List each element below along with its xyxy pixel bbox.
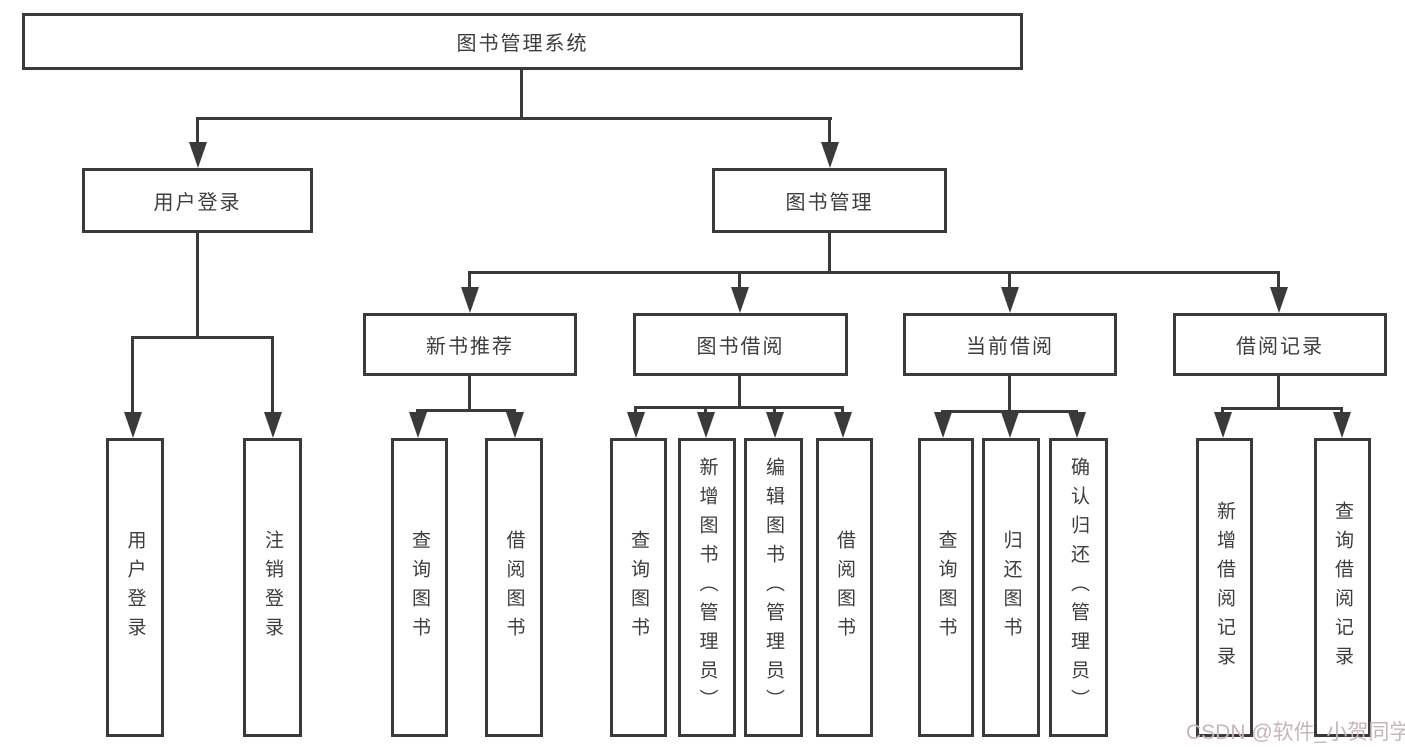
arrow-down-icon xyxy=(834,412,852,438)
node-edit-books-admin: 编辑图书（管理员） xyxy=(744,438,803,737)
node-label: 图书管理系统 xyxy=(456,33,589,55)
node-query-books-current: 查询图书 xyxy=(918,438,974,737)
arrow-down-icon xyxy=(189,142,207,168)
node-label: 查询图书 xyxy=(409,529,430,646)
node-user-login-branch: 用户登录 xyxy=(82,168,313,233)
node-current-borrowing: 当前借阅 xyxy=(903,313,1117,376)
node-label: 归还图书 xyxy=(1000,529,1022,646)
connector-line xyxy=(1221,407,1343,410)
node-return-books: 归还图书 xyxy=(982,438,1040,737)
connector-line xyxy=(1008,271,1011,289)
node-book-management: 图书管理 xyxy=(712,168,947,233)
arrow-down-icon xyxy=(1214,412,1232,438)
connector-line xyxy=(634,406,844,409)
arrow-down-icon xyxy=(1001,412,1019,438)
node-label: 编辑图书（管理员） xyxy=(763,457,784,718)
node-label: 确认归还（管理员） xyxy=(1068,457,1089,718)
connector-line xyxy=(828,117,831,145)
node-label: 图书借阅 xyxy=(696,336,785,358)
node-label: 用户登录 xyxy=(153,192,242,214)
connector-line xyxy=(1221,407,1224,416)
node-add-borrow-record: 新增借阅记录 xyxy=(1196,438,1253,737)
connector-line xyxy=(196,233,199,336)
connector-line xyxy=(738,376,741,406)
node-query-borrow-record: 查询借阅记录 xyxy=(1314,438,1371,737)
node-book-borrowing: 图书借阅 xyxy=(633,313,848,376)
arrow-down-icon xyxy=(506,412,524,438)
node-query-books-borrowing: 查询图书 xyxy=(610,438,667,737)
node-label: 当前借阅 xyxy=(966,336,1054,358)
connector-line xyxy=(131,336,274,339)
node-label: 查询图书 xyxy=(628,529,649,646)
node-label: 用户登录 xyxy=(124,529,146,646)
connector-line xyxy=(634,406,637,415)
arrow-down-icon xyxy=(1270,287,1288,313)
node-label: 注销登录 xyxy=(262,529,283,646)
node-library-system: 图书管理系统 xyxy=(22,13,1023,70)
arrow-down-icon xyxy=(821,142,839,168)
connector-line xyxy=(520,70,523,117)
node-confirm-return-admin: 确认归还（管理员） xyxy=(1049,438,1108,737)
node-label: 新书推荐 xyxy=(426,336,514,358)
node-borrow-books-recommend: 借阅图书 xyxy=(485,438,543,737)
connector-line xyxy=(704,406,707,415)
connector-line xyxy=(828,233,831,271)
arrow-down-icon xyxy=(461,287,479,313)
node-logout: 注销登录 xyxy=(243,438,302,737)
connector-line xyxy=(1008,376,1011,410)
connector-line xyxy=(196,117,199,145)
connector-line xyxy=(131,336,134,415)
arrow-down-icon xyxy=(1333,412,1351,438)
node-query-books-recommend: 查询图书 xyxy=(391,438,448,737)
connector-line xyxy=(841,406,844,415)
node-borrow-books: 借阅图书 xyxy=(816,438,873,737)
connector-line xyxy=(468,271,471,289)
arrow-down-icon xyxy=(409,412,427,438)
arrow-down-icon xyxy=(731,287,749,313)
arrow-down-icon xyxy=(627,412,645,438)
connector-line xyxy=(1277,376,1280,407)
node-new-book-recommend: 新书推荐 xyxy=(363,313,577,376)
node-label: 图书管理 xyxy=(785,192,874,214)
watermark: CSDN @软件_小贺同学 xyxy=(1186,721,1405,744)
node-label: 新增借阅记录 xyxy=(1214,500,1235,675)
node-label: 借阅图书 xyxy=(503,529,525,646)
arrow-down-icon xyxy=(1068,412,1086,438)
connector-line xyxy=(196,117,832,120)
connector-line xyxy=(1277,271,1280,289)
node-label: 借阅记录 xyxy=(1236,336,1324,358)
arrow-down-icon xyxy=(124,412,142,438)
connector-line xyxy=(1340,407,1343,416)
connector-line xyxy=(738,271,741,289)
arrow-down-icon xyxy=(1001,287,1019,313)
arrow-down-icon xyxy=(934,412,952,438)
arrow-down-icon xyxy=(697,412,715,438)
connector-line xyxy=(468,271,1280,274)
node-label: 借阅图书 xyxy=(834,529,855,646)
node-borrow-records: 借阅记录 xyxy=(1173,313,1387,376)
arrow-down-icon xyxy=(766,412,784,438)
connector-line xyxy=(416,409,516,412)
connector-line xyxy=(773,406,776,415)
node-label: 新增图书（管理员） xyxy=(696,457,718,718)
node-add-books-admin: 新增图书（管理员） xyxy=(678,438,736,737)
node-label: 查询图书 xyxy=(935,529,957,646)
node-label: 查询借阅记录 xyxy=(1332,500,1353,675)
connector-line xyxy=(468,376,471,409)
connector-line xyxy=(271,336,274,415)
arrow-down-icon xyxy=(264,412,282,438)
node-user-login: 用户登录 xyxy=(106,438,164,737)
